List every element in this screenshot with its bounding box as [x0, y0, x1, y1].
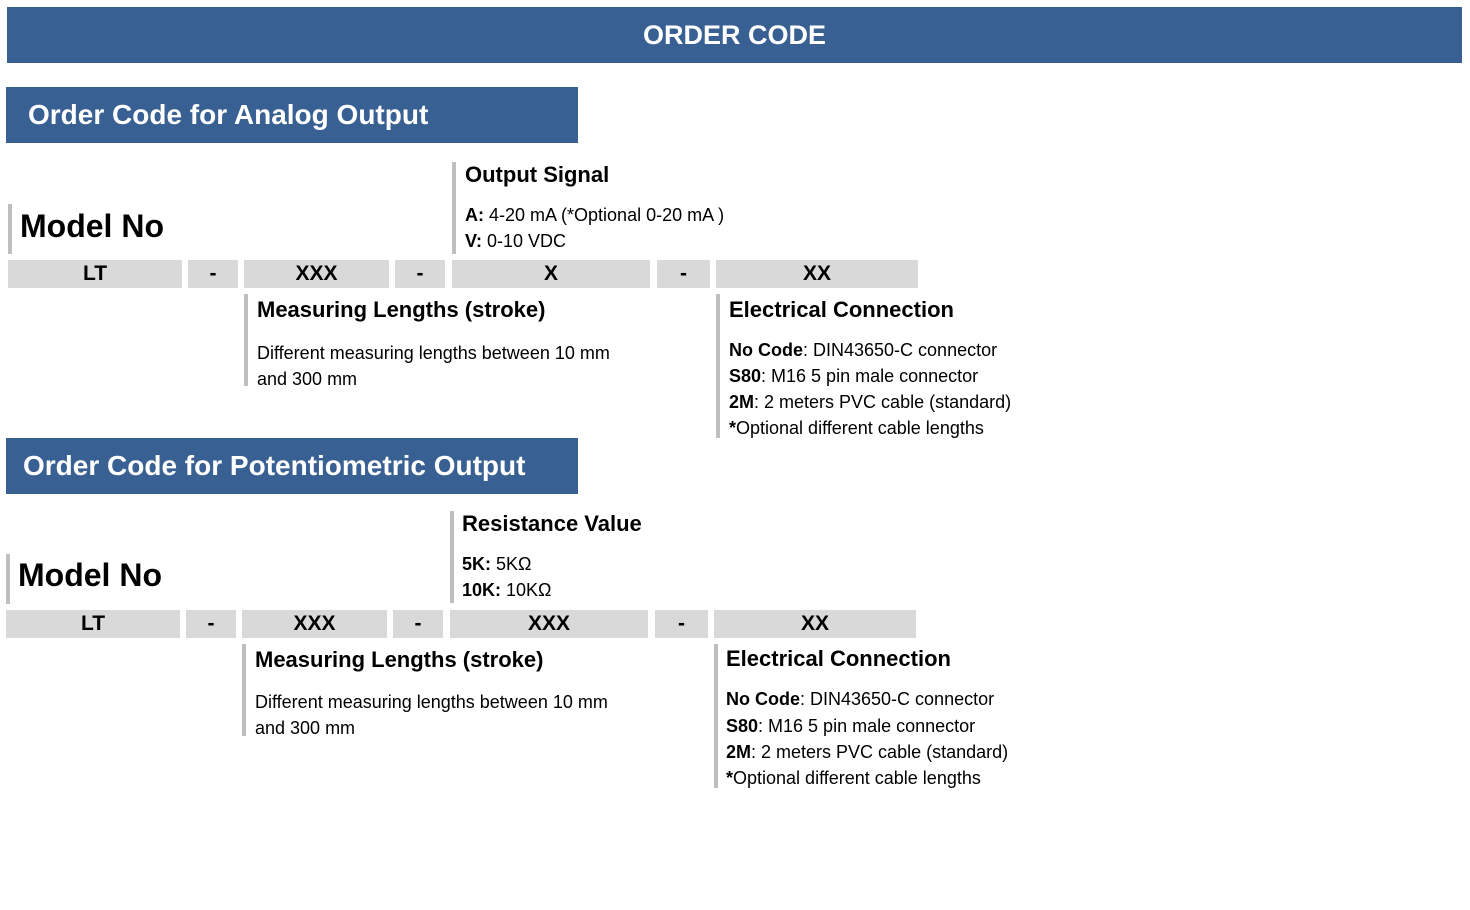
resistance-option-10k: 10K: 10KΩ — [462, 580, 552, 600]
connection-option: S80: M16 5 pin male connector — [726, 716, 976, 736]
code-cell-dash: - — [393, 610, 443, 638]
analog-order-code: Output Signal A: 4-20 mA (*Optional 0-20… — [0, 160, 1470, 560]
connection-option: No Code: DIN43650-C connector — [726, 689, 995, 709]
measuring-length-text: Different measuring lengths between 10 m… — [255, 692, 608, 738]
model-no-label: Model No — [20, 208, 164, 244]
electrical-connection-heading: Electrical Connection — [726, 646, 951, 671]
measuring-length-bar — [242, 644, 246, 736]
page-title: ORDER CODE — [642, 19, 826, 50]
connection-option: S80: M16 5 pin male connector — [729, 366, 979, 386]
code-cell-dash: - — [186, 610, 236, 638]
measuring-length-heading: Measuring Lengths (stroke) — [257, 297, 546, 322]
resistance-option-5k: 5K: 5KΩ — [462, 554, 532, 574]
connection-option: 2M: 2 meters PVC cable (standard) — [726, 742, 1009, 762]
code-cell-length: XXX — [242, 610, 387, 638]
resistance-value-heading: Resistance Value — [462, 511, 642, 536]
potentiometric-order-code: Resistance Value 5K: 5KΩ 10K: 10KΩ Model… — [0, 510, 1470, 910]
order-code-row: LT - XXX - X - XX — [0, 260, 1470, 288]
model-no-bar — [8, 204, 12, 254]
electrical-connection-bar — [714, 644, 718, 788]
resistance-value-bar — [450, 511, 454, 603]
code-cell-dash: - — [395, 260, 445, 288]
output-signal-a: A: 4-20 mA (*Optional 0-20 mA ) — [465, 205, 725, 225]
code-cell-lt: LT — [6, 610, 180, 638]
code-cell-connection: XX — [716, 260, 918, 288]
code-cell-lt: LT — [8, 260, 182, 288]
measuring-length-bar — [244, 294, 248, 386]
code-cell-dash: - — [188, 260, 238, 288]
output-signal-heading: Output Signal — [465, 162, 610, 187]
analog-section-banner: Order Code for Analog Output — [6, 87, 578, 143]
potentiometric-section-banner: Order Code for Potentiometric Output — [6, 438, 578, 494]
measuring-length-text: Different measuring lengths between 10 m… — [257, 343, 610, 389]
connection-option: 2M: 2 meters PVC cable (standard) — [729, 392, 1012, 412]
code-cell-length: XXX — [244, 260, 389, 288]
code-cell-dash: - — [655, 610, 708, 638]
output-signal-v: V: 0-10 VDC — [465, 231, 567, 251]
order-code-row: LT - XXX - XXX - XX — [0, 610, 1470, 638]
code-cell-output: X — [452, 260, 650, 288]
electrical-connection-bar — [716, 294, 720, 438]
connection-option: *Optional different cable lengths — [726, 768, 981, 788]
connection-option: No Code: DIN43650-C connector — [729, 340, 998, 360]
code-cell-dash: - — [657, 260, 710, 288]
output-signal-bar — [452, 162, 456, 254]
page-title-banner: ORDER CODE — [7, 7, 1462, 63]
analog-section-title: Order Code for Analog Output — [28, 99, 429, 130]
code-cell-resistance: XXX — [450, 610, 648, 638]
potentiometric-section-title: Order Code for Potentiometric Output — [23, 450, 526, 481]
measuring-length-heading: Measuring Lengths (stroke) — [255, 647, 544, 672]
connection-option: *Optional different cable lengths — [729, 418, 984, 438]
code-cell-connection: XX — [714, 610, 916, 638]
model-no-bar — [6, 554, 10, 604]
model-no-label: Model No — [18, 557, 162, 593]
electrical-connection-heading: Electrical Connection — [729, 297, 954, 322]
